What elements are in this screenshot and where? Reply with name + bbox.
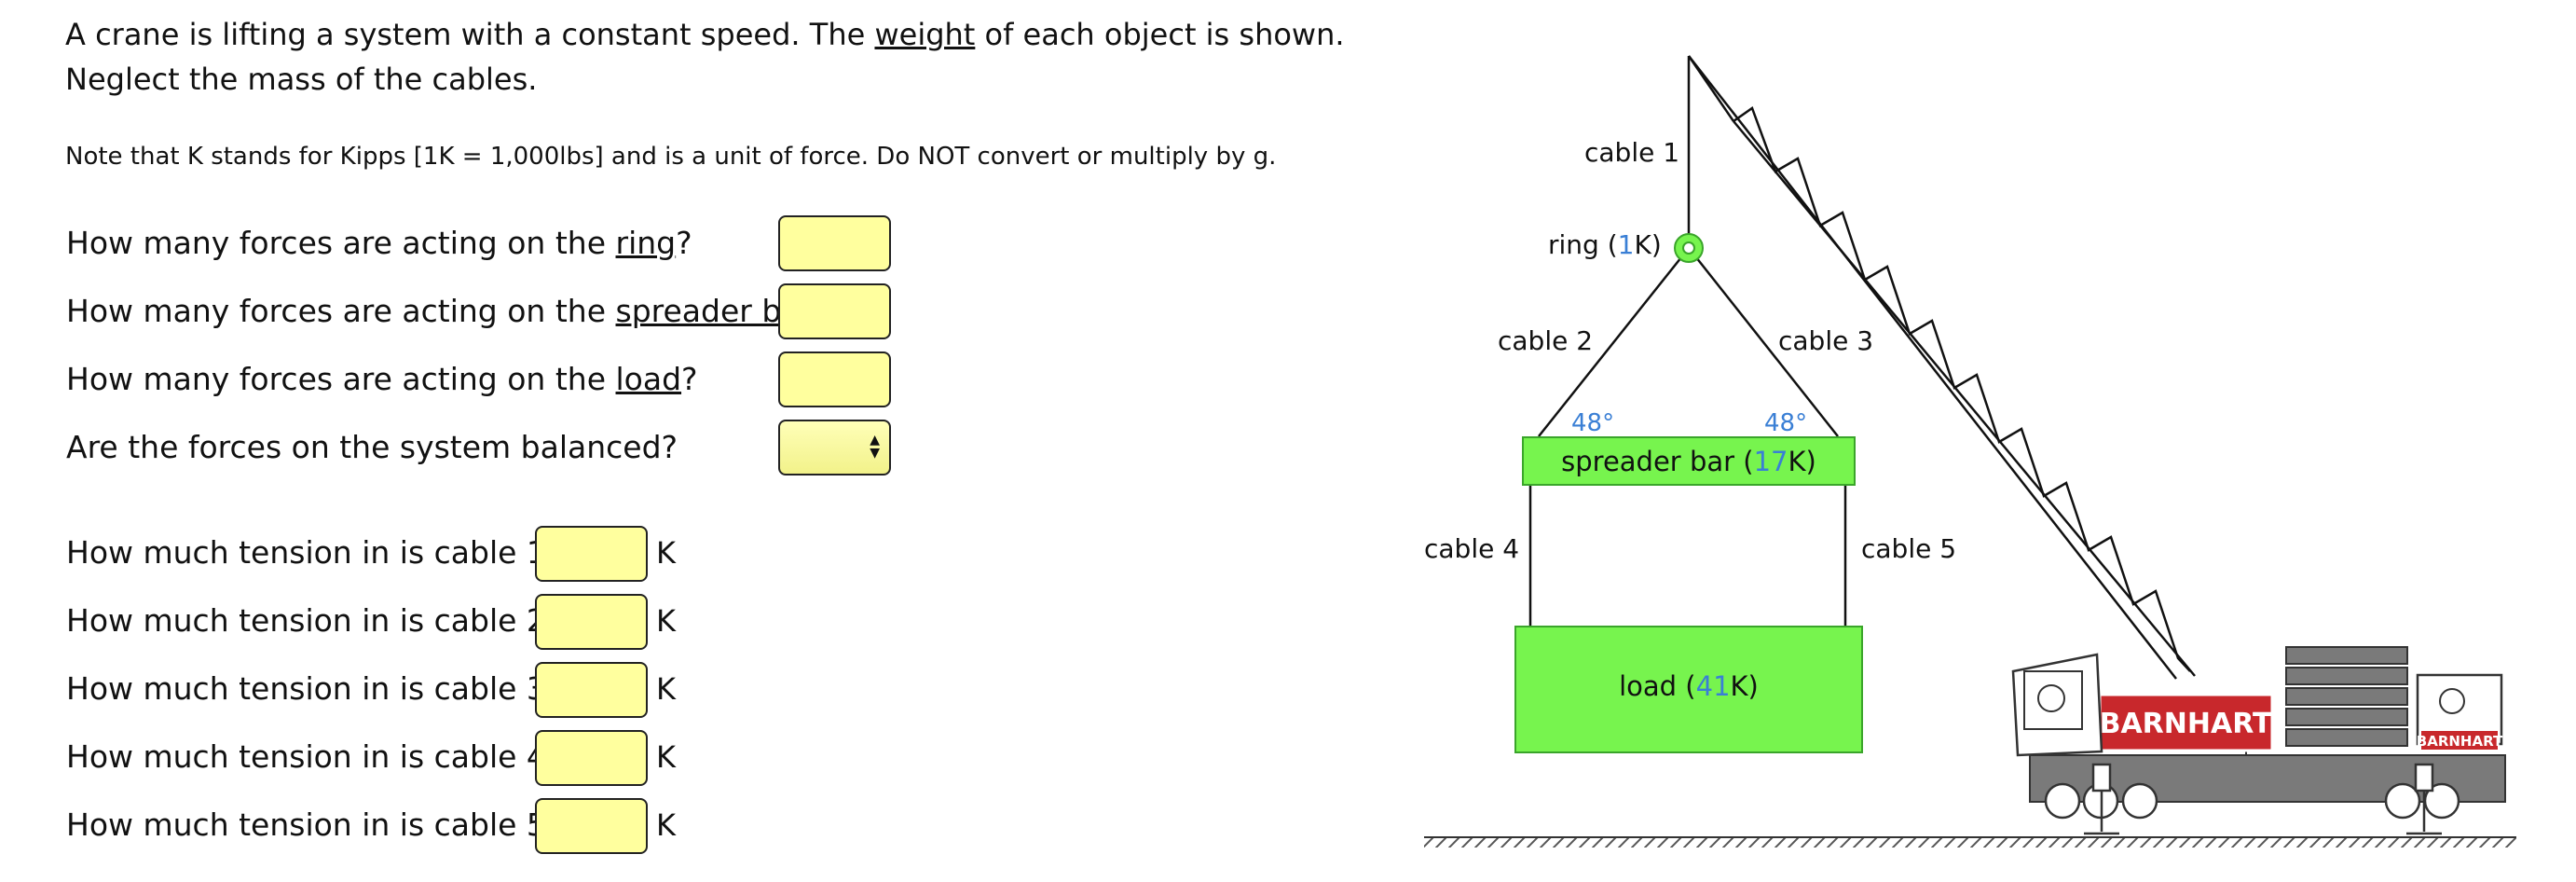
ring-term: ring xyxy=(615,225,677,261)
cable-2-label: cable 2 xyxy=(1498,325,1593,356)
ring-forces-input[interactable] xyxy=(778,215,891,271)
load-block xyxy=(1514,626,1863,753)
select-arrows-icon: ▲▼ xyxy=(870,433,880,461)
cable-5-label: cable 5 xyxy=(1861,533,1956,564)
balanced-select[interactable]: ▲▼ xyxy=(778,420,891,475)
question-cable-5-tension: How much tension in is cable 5? xyxy=(66,806,563,843)
cable-5-tension-input[interactable] xyxy=(535,798,648,854)
problem-intro-line-2: Neglect the mass of the cables. xyxy=(65,62,538,97)
question-forces-balanced: Are the forces on the system balanced? xyxy=(66,429,678,465)
crane-wheels xyxy=(2044,782,2460,820)
units-note: Note that K stands for Kipps [1K = 1,000… xyxy=(65,143,1277,171)
question-cable-3-tension: How much tension in is cable 3? xyxy=(66,670,563,707)
cable-5-unit: K xyxy=(656,807,676,843)
ring-hole xyxy=(1682,241,1695,255)
question-load-forces: How many forces are acting on the load? xyxy=(66,361,698,397)
crane-body: BARNHART BARNHART xyxy=(2011,646,2506,835)
question-cable-1-tension: How much tension in is cable 1? xyxy=(66,534,563,571)
brand-text: BARNHART xyxy=(2100,708,2272,740)
spreader-bar-forces-input[interactable] xyxy=(778,283,891,339)
question-cable-2-tension: How much tension in is cable 2? xyxy=(66,602,563,639)
cable-1-label: cable 1 xyxy=(1584,137,1679,168)
problem-intro-line-1: A crane is lifting a system with a const… xyxy=(65,17,1345,52)
cable-2 xyxy=(1538,247,1690,437)
ring-label: ring (1K) xyxy=(1548,229,1662,260)
spreader-bar-label: spreader bar (17K) xyxy=(1561,446,1816,477)
weight-term: weight xyxy=(874,17,976,52)
cable-3-tension-input[interactable] xyxy=(535,662,648,718)
cable-2-unit: K xyxy=(656,603,676,639)
cab-window xyxy=(2023,670,2083,730)
rear-operator-icon xyxy=(2439,688,2465,714)
angle-left-label: 48° xyxy=(1571,409,1614,437)
spreader-bar xyxy=(1522,436,1856,486)
cable-2-tension-input[interactable] xyxy=(535,594,648,650)
operator-icon xyxy=(2037,684,2065,712)
cable-3-label: cable 3 xyxy=(1778,325,1873,356)
brand-plate xyxy=(2098,693,2274,752)
cable-4-label: cable 4 xyxy=(1424,533,1519,564)
cable-3 xyxy=(1688,247,1839,437)
rear-brand-text: BARNHART xyxy=(2417,733,2503,750)
counterweight-stack xyxy=(2285,646,2408,747)
cable-3-unit: K xyxy=(656,671,676,707)
crane-boom xyxy=(1687,55,2196,680)
cable-4-tension-input[interactable] xyxy=(535,730,648,786)
question-cable-4-tension: How much tension in is cable 4? xyxy=(66,738,563,775)
load-label: load (41K) xyxy=(1619,670,1759,702)
angle-right-label: 48° xyxy=(1764,409,1807,437)
question-ring-forces: How many forces are acting on the ring? xyxy=(66,225,692,261)
load-forces-input[interactable] xyxy=(778,351,891,407)
cable-1-tension-input[interactable] xyxy=(535,526,648,582)
rear-brand-plate xyxy=(2421,731,2498,750)
outriggers xyxy=(2084,763,2442,835)
ground-hatch xyxy=(1424,838,2516,848)
cable-1-unit: K xyxy=(656,535,676,571)
cable-4-unit: K xyxy=(656,739,676,775)
load-term: load xyxy=(615,361,682,397)
